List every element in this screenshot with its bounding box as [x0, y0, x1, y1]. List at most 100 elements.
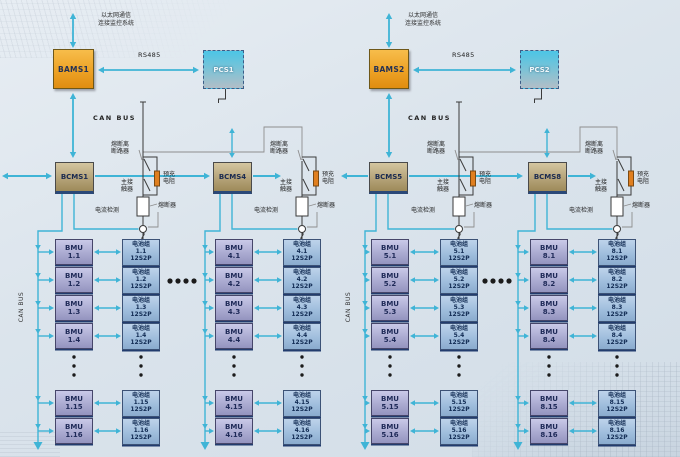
ellipsis-dot [482, 278, 488, 284]
arrowhead [341, 172, 347, 180]
breaker-switch [459, 158, 467, 172]
current-sensor [455, 225, 463, 233]
pcs-box: PCS2 [520, 50, 559, 89]
arrowhead [385, 93, 393, 99]
arrowhead [275, 172, 281, 180]
breaker-switch [302, 158, 310, 172]
contactor-label-line1: 主接 [120, 179, 133, 186]
arrowhead [116, 400, 121, 406]
bus-chevron [35, 273, 41, 278]
battery-pack-title: 电池组 [131, 392, 150, 400]
battery-pack-box: 电池组 4.3 12S2P [283, 295, 321, 322]
bmu-box: BMU 5.3 [371, 295, 409, 321]
bmu-box-id: 8.16 [540, 431, 558, 439]
battery-pack-title: 电池组 [131, 269, 150, 277]
battery-pack-title: 电池组 [449, 392, 468, 400]
arrowhead [524, 428, 529, 434]
battery-pack-title: 电池组 [449, 325, 468, 333]
arrowhead [209, 277, 214, 283]
precharge-resistor [628, 170, 634, 187]
precharge-label: 预充 电阻 [479, 171, 501, 185]
ellipsis-dot [615, 364, 619, 368]
breaker-label-line1: 熔断离 [269, 141, 288, 148]
bus-chevron [515, 329, 521, 334]
battery-pack-spec: 12S2P [291, 254, 313, 262]
bus-chevron [202, 245, 208, 250]
ellipsis-dot [232, 373, 236, 377]
battery-pack-spec: 12S2P [448, 310, 470, 318]
bus-chevron [202, 301, 208, 306]
bmu-box-title: BMU [65, 243, 83, 252]
breaker-label-line1: 熔断离 [426, 141, 445, 148]
arrowhead [410, 305, 415, 311]
battery-pack-box: 电池组 8.3 12S2P [598, 295, 636, 322]
battery-pack-title: 电池组 [292, 392, 311, 400]
battery-pack-box: 电池组 8.15 12S2P [598, 390, 636, 417]
battery-pack-id: 5.15 [451, 399, 467, 407]
battery-pack-title: 电池组 [449, 269, 468, 277]
battery-pack-spec: 12S2P [448, 433, 470, 441]
bus-chevron [362, 329, 368, 334]
pcs-box: PCS1 [203, 50, 244, 89]
arrowhead [49, 277, 54, 283]
breaker-switch [617, 158, 625, 172]
bmu-box-id: 1.2 [67, 280, 81, 288]
bmu-box-title: BMU [65, 327, 83, 336]
ellipsis-dot [300, 373, 304, 377]
arrowhead [254, 277, 259, 283]
dc-bus-link [143, 126, 303, 160]
battery-pack-spec: 12S2P [291, 282, 313, 290]
battery-pack-title: 电池组 [292, 297, 311, 305]
breaker-label-line2: 断路器 [584, 148, 603, 155]
bus-chevron [515, 273, 521, 278]
fuse-label: 熔断器 [474, 202, 493, 209]
ellipsis-dot [388, 373, 392, 377]
battery-pack-title: 电池组 [131, 241, 150, 249]
bus-chevron [515, 301, 521, 306]
battery-pack-id: 8.2 [611, 276, 623, 284]
arrowhead [277, 249, 282, 255]
arrowhead [209, 249, 214, 255]
bmu-box-title: BMU [65, 422, 83, 431]
bmu-box: BMU 1.2 [55, 267, 93, 293]
bmu-box-id: 8.2 [542, 280, 556, 288]
ethernet-label-line1: 以太网通信 [100, 12, 131, 19]
current-detect-label: 电流检测 [411, 207, 436, 214]
fuse-symbol [295, 196, 309, 217]
fuse-elbow [307, 212, 318, 228]
bmu-can-bus-end-arrow [200, 442, 210, 450]
contactor-switch [617, 178, 625, 192]
bcms-box: BCMS1 [55, 162, 94, 194]
arrowhead [544, 153, 550, 158]
bmu-box: BMU 5.2 [371, 267, 409, 293]
bmu-box-id: 8.3 [542, 308, 556, 316]
bmu-box-id: 5.15 [381, 403, 399, 411]
arrowhead [569, 305, 574, 311]
ellipsis-dot [139, 373, 143, 377]
arrowhead [69, 13, 77, 19]
battery-pack-box: 电池组 8.4 12S2P [598, 323, 636, 350]
bmu-box-title: BMU [225, 394, 243, 403]
bmu-box: BMU 1.3 [55, 295, 93, 321]
bus-chevron [202, 273, 208, 278]
bmu-can-bus-end-arrow [360, 442, 370, 450]
fuse-elbow [622, 212, 633, 228]
precharge-label: 预充 电阻 [163, 171, 185, 185]
arrowhead [510, 66, 516, 74]
precharge-tap-top [302, 156, 317, 171]
fuse-symbol [452, 196, 466, 217]
precharge-label-line1: 预充 [163, 171, 176, 178]
battery-pack-box: 电池组 8.2 12S2P [598, 267, 636, 294]
contactor-label-line2: 触器 [436, 186, 449, 193]
bmu-box-id: 5.16 [381, 431, 399, 439]
arrowhead [365, 305, 370, 311]
bmu-box-title: BMU [540, 327, 558, 336]
bmu-box: BMU 4.4 [215, 323, 253, 349]
bus-chevron [202, 424, 208, 429]
arrowhead [193, 66, 199, 74]
battery-pack-spec: 12S2P [291, 405, 313, 413]
pcs-dc-drop [218, 89, 226, 103]
arrowhead [592, 333, 597, 339]
current-detect-wire [546, 194, 613, 230]
